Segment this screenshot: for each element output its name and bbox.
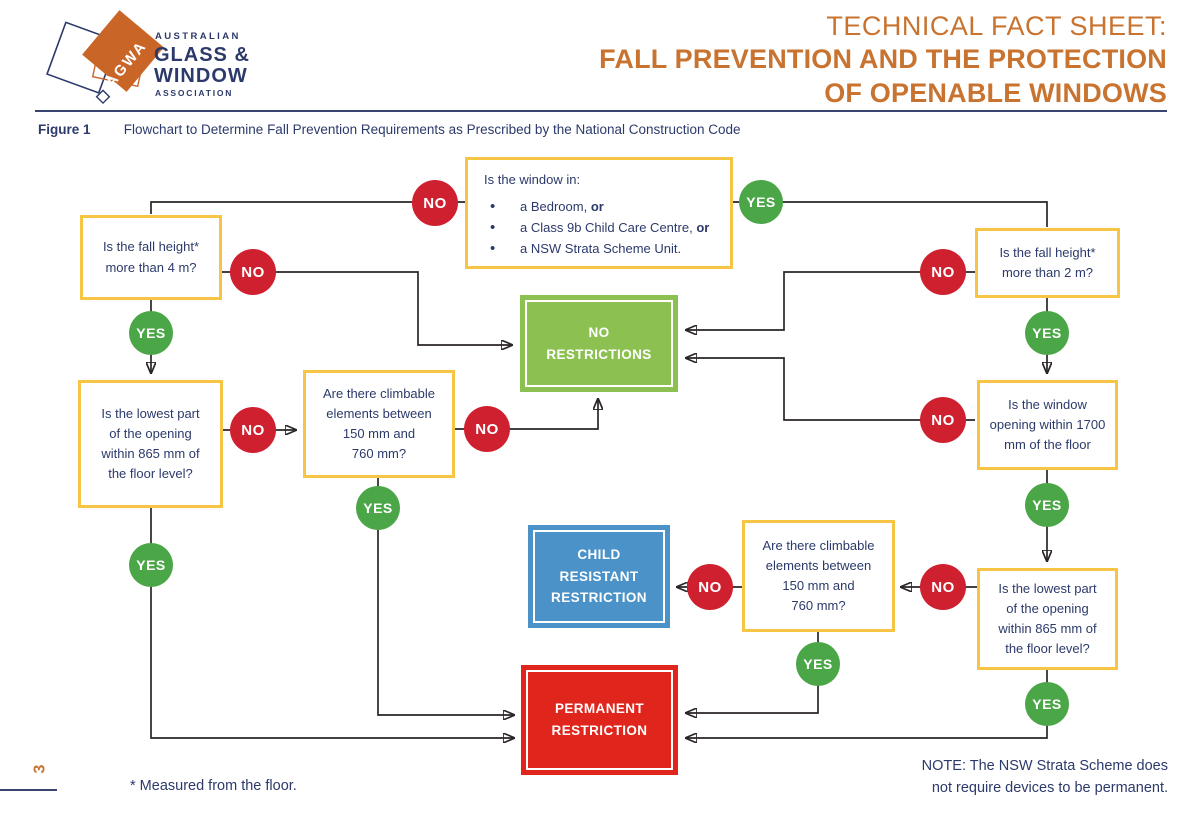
figure-label: Figure 1 xyxy=(38,122,91,137)
measured-footnote: * Measured from the floor. xyxy=(130,778,297,794)
connector-lowestleft-yes-to-permanent xyxy=(150,508,514,738)
logo-line-glass: GLASS & xyxy=(154,44,250,66)
badge-yes-fall-2m: YES xyxy=(1025,311,1069,355)
result-child-resistant-restriction: CHILD RESISTANT RESTRICTION xyxy=(528,525,670,628)
title-line-2: FALL PREVENTION AND THE PROTECTION xyxy=(599,44,1167,75)
page-number-rule xyxy=(0,789,57,791)
badge-no-climbable-left: NO xyxy=(464,406,510,452)
title-line-1: TECHNICAL FACT SHEET: xyxy=(826,11,1167,41)
window-location-intro: Is the window in: xyxy=(484,172,581,187)
result-no-restrictions: NO RESTRICTIONS xyxy=(520,295,678,392)
result-permanent-restriction: PERMANENT RESTRICTION xyxy=(521,665,678,775)
badge-no-fall-2m: NO xyxy=(920,249,966,295)
note-line-2: not require devices to be permanent. xyxy=(931,779,1168,796)
window-location-bullets: a Bedroom, or a Class 9b Child Care Cent… xyxy=(484,196,714,259)
badge-no-climbable-right: NO xyxy=(687,564,733,610)
logo-line-association: ASSOCIATION xyxy=(155,88,233,98)
badge-yes-climbable-left: YES xyxy=(356,486,400,530)
badge-no-window-location: NO xyxy=(412,180,458,226)
bullet-strata: a NSW Strata Scheme Unit. xyxy=(484,238,714,259)
bullet-childcare: a Class 9b Child Care Centre, or xyxy=(484,217,714,238)
decision-climbable-left: Are there climbable elements between 150… xyxy=(303,370,455,478)
figure-caption-row: Figure 1 Flowchart to Determine Fall Pre… xyxy=(38,122,741,137)
badge-no-lowest-right: NO xyxy=(920,564,966,610)
badge-yes-opening-1700: YES xyxy=(1025,483,1069,527)
figure-caption: Flowchart to Determine Fall Prevention R… xyxy=(123,122,741,137)
badge-yes-window-location: YES xyxy=(739,180,783,224)
page-title: TECHNICAL FACT SHEET: FALL PREVENTION AN… xyxy=(599,10,1167,110)
title-line-3: OF OPENABLE WINDOWS xyxy=(824,77,1167,108)
connector-lowestright-yes-to-permanent xyxy=(686,670,1048,738)
agwa-logo-icon: AGWA AUSTRALIAN GLASS & WINDOW ASSOCIATI… xyxy=(46,10,250,105)
header-divider xyxy=(35,110,1167,112)
decision-climbable-right: Are there climbable elements between 150… xyxy=(742,520,895,632)
nsw-strata-note: NOTE: The NSW Strata Scheme does not req… xyxy=(922,756,1168,800)
decision-window-location: Is the window in: a Bedroom, or a Class … xyxy=(465,157,733,269)
decision-fall-height-4m: Is the fall height* more than 4 m? xyxy=(80,215,222,300)
logo-line-window: WINDOW xyxy=(154,65,248,87)
logo-line-australian: AUSTRALIAN xyxy=(155,31,241,42)
decision-opening-1700: Is the window opening within 1700 mm of … xyxy=(977,380,1118,470)
badge-yes-lowest-right: YES xyxy=(1025,682,1069,726)
decision-lowest-part-left: Is the lowest part of the opening within… xyxy=(78,380,223,508)
page-number: 3 xyxy=(31,764,49,774)
badge-no-opening-1700: NO xyxy=(920,397,966,443)
badge-no-fall-4m: NO xyxy=(230,249,276,295)
decision-fall-height-2m: Is the fall height* more than 2 m? xyxy=(975,228,1120,298)
badge-yes-fall-4m: YES xyxy=(129,311,173,355)
agwa-logo: AGWA AUSTRALIAN GLASS & WINDOW ASSOCIATI… xyxy=(35,6,265,108)
bullet-bedroom: a Bedroom, or xyxy=(484,196,714,217)
badge-no-lowest-left: NO xyxy=(230,407,276,453)
badge-yes-climbable-right: YES xyxy=(796,642,840,686)
decision-lowest-part-right: Is the lowest part of the opening within… xyxy=(977,568,1118,670)
note-line-1: NOTE: The NSW Strata Scheme does xyxy=(921,758,1168,774)
badge-yes-lowest-left: YES xyxy=(129,543,173,587)
